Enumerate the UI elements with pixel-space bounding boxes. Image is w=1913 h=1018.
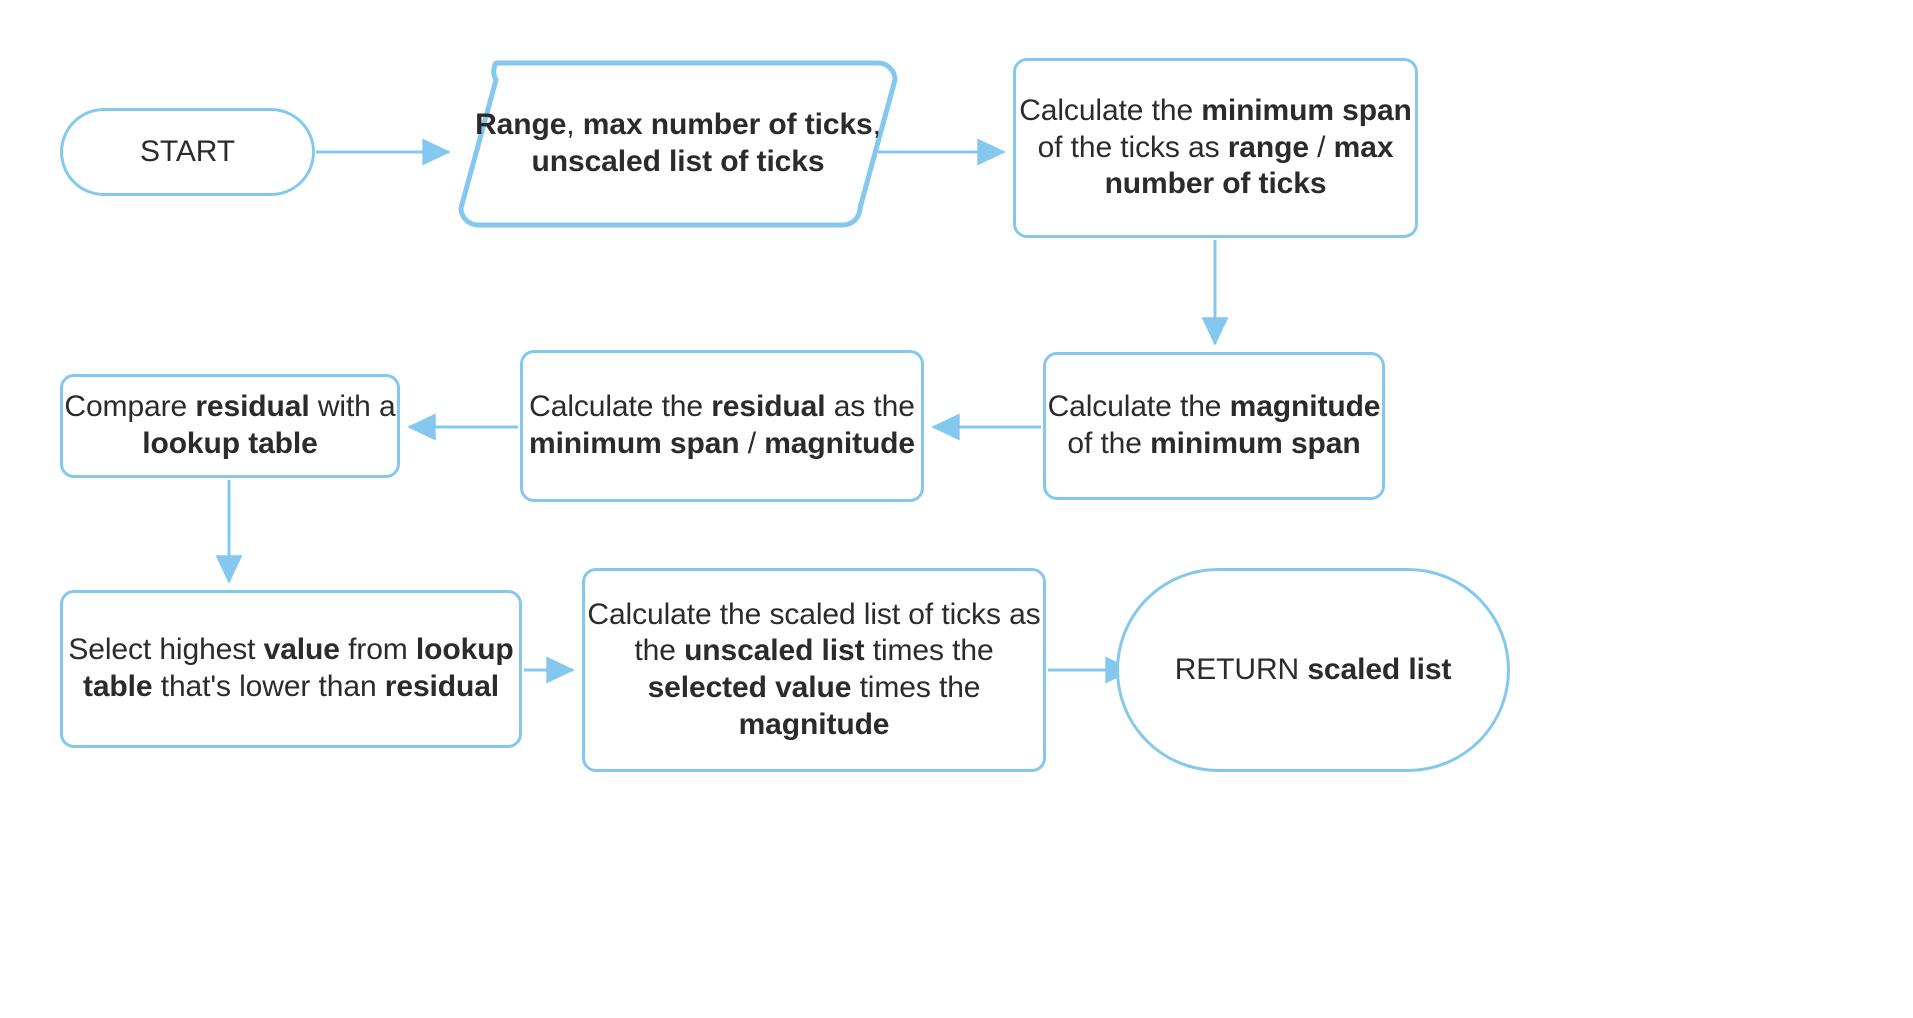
node-compare-label: Compare residual with a lookup table [64, 390, 396, 460]
node-return-scaled-list[interactable]: RETURN scaled list [1116, 568, 1510, 772]
node-scaled-label: Calculate the scaled list of ticks as th… [587, 597, 1041, 741]
node-calculate-scaled-list[interactable]: Calculate the scaled list of ticks as th… [582, 568, 1046, 772]
node-start[interactable]: START [60, 108, 315, 196]
node-select-highest-value[interactable]: Select highest value from lookup table t… [60, 590, 522, 748]
node-return-label: RETURN scaled list [1174, 652, 1452, 686]
node-start-label: START [139, 134, 236, 168]
node-calculate-magnitude[interactable]: Calculate the magnitude of the minimum s… [1043, 352, 1385, 500]
node-calculate-residual[interactable]: Calculate the residual as the minimum sp… [520, 350, 924, 502]
node-compare-residual[interactable]: Compare residual with a lookup table [60, 374, 400, 478]
node-input-label: Range, max number of ticks, unscaled lis… [475, 108, 881, 178]
node-minspan-label: Calculate the minimum span of the ticks … [1019, 94, 1412, 201]
parallelogram-shape [458, 60, 898, 228]
node-residual-label: Calculate the residual as the minimum sp… [529, 390, 915, 460]
node-calculate-minimum-span[interactable]: Calculate the minimum span of the ticks … [1013, 58, 1418, 238]
node-magnitude-label: Calculate the magnitude of the minimum s… [1047, 390, 1381, 460]
node-select-label: Select highest value from lookup table t… [68, 633, 514, 703]
node-input-parameters[interactable]: Range, max number of ticks, unscaled lis… [458, 60, 898, 228]
